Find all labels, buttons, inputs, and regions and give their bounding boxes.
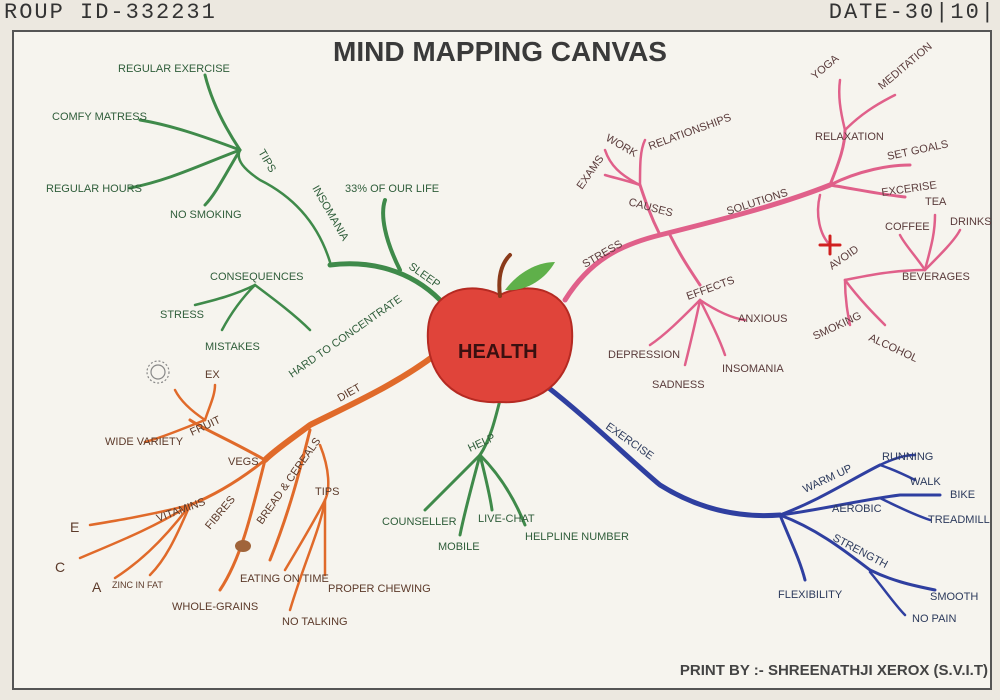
help-helpline: HELPLINE NUMBER	[525, 531, 629, 543]
diet-tips-label: TIPS	[315, 486, 339, 498]
relax-item-yoga: YOGA	[809, 52, 842, 82]
diet-tip-talking: NO TALKING	[282, 616, 348, 628]
strength-smooth: SMOOTH	[930, 591, 978, 603]
page-title: MIND MAPPING CANVAS	[333, 36, 667, 67]
hard-concentrate-label: HARD TO CONCENTRATE	[287, 293, 405, 380]
center-health-label: HEALTH	[458, 341, 538, 363]
strength-label: STRENGTH	[831, 532, 890, 571]
sleep-tip-1: REGULAR EXERCISE	[118, 63, 230, 75]
avoid-cross-icon	[818, 234, 842, 256]
help-mobile: MOBILE	[438, 541, 480, 553]
diet-tip-eating: EATING ON TIME	[240, 573, 329, 585]
sleep-third-label: 33% OF OUR LIFE	[345, 183, 439, 195]
sun-icon	[146, 360, 170, 384]
bread-icon	[235, 540, 251, 552]
vegs-label: VEGS	[228, 456, 259, 468]
consequences-label: CONSEQUENCES	[210, 271, 304, 283]
bev-item-coffee: COFFEE	[885, 221, 930, 233]
cause-item-relationships: RELATIONSHIPS	[647, 112, 733, 153]
alcohol-label: ALCOHOL	[867, 332, 920, 365]
set-goals-label: SET GOALS	[886, 138, 949, 163]
aerobic-bike: BIKE	[950, 489, 975, 501]
fruit-ex-label: EX	[205, 369, 220, 381]
relaxation-label: RELAXATION	[815, 131, 884, 143]
effect-item-depression: DEPRESSION	[608, 349, 680, 361]
zinc-label: ZINC IN FAT	[112, 580, 163, 590]
cause-item-work: WORK	[604, 132, 640, 160]
apple-icon	[426, 253, 574, 404]
vitamin-c-label: C	[55, 559, 65, 575]
cause-item-exams: EXAMS	[575, 153, 607, 191]
aerobic-label: AEROBIC	[832, 503, 882, 515]
print-credit: PRINT BY :- SHREENATHJI XEROX (S.V.I.T)	[679, 662, 988, 679]
effect-item-sadness: SADNESS	[652, 379, 705, 391]
diet-branch	[78, 352, 438, 612]
bev-item-tea: TEA	[925, 196, 947, 208]
effects-label: EFFECTS	[685, 274, 736, 302]
sleep-tip-2: COMFY MATRESS	[52, 111, 147, 123]
stress-branch	[562, 78, 962, 367]
stress-label: STRESS	[581, 238, 625, 270]
sleep-tip-3: REGULAR HOURS	[46, 183, 142, 195]
vitamins-label: VITAMINS	[155, 496, 207, 525]
help-counseller: COUNSELLER	[382, 516, 457, 528]
warmup-running: RUNNING	[882, 451, 933, 463]
smoking-label: SMOKING	[811, 310, 863, 343]
fibres-label: FIBRES	[203, 494, 238, 532]
exercise-branch	[542, 382, 942, 617]
warmup-walk: WALK	[910, 476, 941, 488]
strength-nopain: NO PAIN	[912, 613, 956, 625]
vitamin-e-label: E	[70, 519, 79, 535]
avoid-label: AVOID	[827, 243, 861, 272]
group-id-header: ROUP ID-332231	[4, 0, 217, 25]
sleep-tips-label: TIPS	[255, 148, 278, 175]
help-branch	[423, 398, 527, 537]
whole-grains-label: WHOLE-GRAINS	[172, 601, 258, 613]
relax-item-meditation: MEDITATION	[876, 41, 934, 93]
cons-item-mistakes: MISTAKES	[205, 341, 260, 353]
diet-tip-chewing: PROPER CHEWING	[328, 583, 431, 595]
aerobic-treadmill: TREADMILL	[928, 514, 990, 526]
effect-item-insomania: INSOMANIA	[722, 363, 784, 375]
vitamin-a-label: A	[92, 579, 102, 595]
warmup-label: WARM UP	[801, 463, 854, 496]
sleep-branch	[128, 73, 443, 332]
sleep-tip-4: NO SMOKING	[170, 209, 242, 221]
cons-item-stress: STRESS	[160, 309, 204, 321]
flexibility-label: FLEXIBILITY	[778, 589, 843, 601]
help-livechat: LIVE-CHAT	[478, 513, 535, 525]
beverages-label: BEVERAGES	[902, 271, 970, 283]
effect-item-anxious: ANXIOUS	[738, 313, 788, 325]
bev-item-drinks: DRINKS	[950, 216, 992, 228]
fruit-variety-label: WIDE VARIETY	[105, 436, 184, 448]
date-header: DATE-30|10|	[828, 0, 996, 25]
bread-cereals-label: BREAD & CEREALS	[255, 436, 324, 527]
